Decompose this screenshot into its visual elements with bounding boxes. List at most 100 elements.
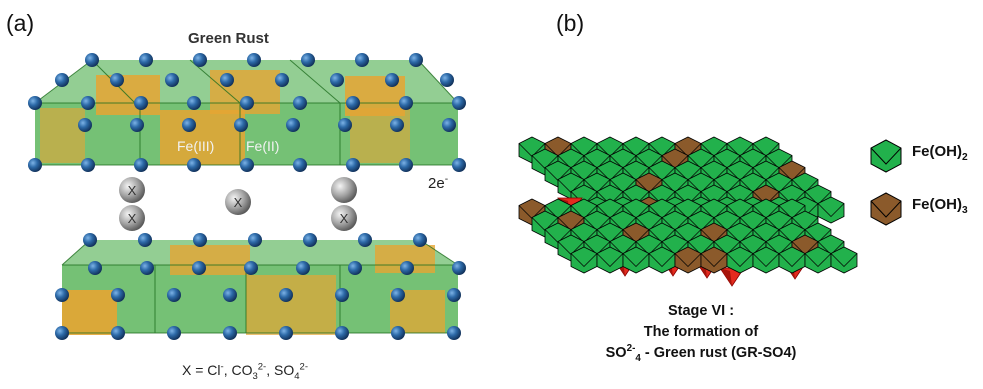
upper-orange-block [160, 110, 245, 165]
lower-layer-top-face [62, 240, 458, 265]
atom-sphere [182, 118, 196, 132]
atom-sphere [78, 118, 92, 132]
fe-ii-label: Fe(II) [246, 138, 280, 154]
atom-sphere [167, 288, 181, 302]
lower-orange-block [246, 275, 336, 335]
anion-x: X [119, 205, 145, 231]
atom-sphere [55, 288, 69, 302]
anion-x: X [225, 189, 251, 215]
atom-sphere [338, 118, 352, 132]
atom-sphere [452, 96, 466, 110]
atom-sphere [400, 261, 414, 275]
atom-sphere [83, 233, 97, 247]
atom-sphere [111, 288, 125, 302]
atom-sphere [248, 233, 262, 247]
lower-orange-block [62, 290, 117, 335]
atom-sphere [399, 158, 413, 172]
atom-sphere [286, 118, 300, 132]
atom-sphere [88, 261, 102, 275]
upper-layer-atoms [28, 53, 466, 172]
atom-sphere [409, 53, 423, 67]
atom-sphere [28, 158, 42, 172]
anion-x: X [331, 205, 357, 231]
atom-sphere [192, 261, 206, 275]
atom-sphere [355, 53, 369, 67]
svg-text:X: X [128, 183, 137, 198]
atom-sphere [134, 96, 148, 110]
atom-sphere [111, 326, 125, 340]
atom-sphere [140, 261, 154, 275]
atom-sphere [303, 233, 317, 247]
legend-fe-oh2-symbol [870, 139, 902, 173]
svg-text:X: X [340, 211, 349, 226]
lower-octahedral-sheet [518, 198, 858, 274]
atom-sphere [240, 96, 254, 110]
legend-fe-oh3-symbol [870, 192, 902, 226]
atom-sphere [234, 118, 248, 132]
atom-sphere [139, 53, 153, 67]
atom-sphere [442, 118, 456, 132]
atom-sphere [138, 233, 152, 247]
atom-sphere [391, 288, 405, 302]
atom-sphere [28, 96, 42, 110]
atom-sphere [296, 261, 310, 275]
lower-layer-atoms [55, 233, 466, 340]
atom-sphere [390, 118, 404, 132]
atom-sphere [279, 288, 293, 302]
atom-sphere [55, 326, 69, 340]
atom-sphere [240, 158, 254, 172]
anion-x-unlabeled [331, 177, 357, 203]
atom-sphere [346, 158, 360, 172]
atom-sphere [391, 326, 405, 340]
atom-sphere [447, 288, 461, 302]
caption-line-1: Stage VI : [667, 303, 735, 319]
atom-sphere [301, 53, 315, 67]
anion-formula: X = Cl-, CO32-, SO42- [182, 361, 309, 382]
atom-sphere [335, 326, 349, 340]
upper-orange-block [96, 75, 160, 115]
atom-sphere [223, 326, 237, 340]
atom-sphere [193, 53, 207, 67]
atom-sphere [440, 73, 454, 87]
lower-hydroxide-layer [61, 239, 459, 335]
legend-fe-oh2-label: Fe(OH)2 [912, 143, 968, 163]
atom-sphere [385, 73, 399, 87]
atom-sphere [165, 73, 179, 87]
atom-sphere [110, 73, 124, 87]
fe-iii-label: Fe(III) [177, 138, 215, 154]
atom-sphere [275, 73, 289, 87]
atom-sphere [187, 158, 201, 172]
atom-sphere [167, 326, 181, 340]
atom-sphere [187, 96, 201, 110]
atom-sphere [399, 96, 413, 110]
atom-sphere [220, 73, 234, 87]
atom-sphere [293, 158, 307, 172]
atom-sphere [348, 261, 362, 275]
electron-transfer-label: 2e- [428, 174, 449, 192]
interlayer-anions: X X X X [119, 177, 357, 231]
caption-line-2: The formation of [643, 324, 759, 340]
atom-sphere [244, 261, 258, 275]
atom-sphere [447, 326, 461, 340]
atom-sphere [193, 233, 207, 247]
caption-line-3: SO2-4 - Green rust (GR-SO4) [605, 343, 797, 364]
atom-sphere [81, 158, 95, 172]
atom-sphere [81, 96, 95, 110]
atom-sphere [85, 53, 99, 67]
svg-text:X: X [234, 195, 243, 210]
atom-sphere [293, 96, 307, 110]
lower-orange-block [170, 245, 250, 275]
anion-x: X [119, 177, 145, 203]
green-rust-title: Green Rust [188, 30, 269, 47]
atom-sphere [223, 288, 237, 302]
atom-sphere [358, 233, 372, 247]
atom-sphere [247, 53, 261, 67]
legend-fe-oh3-label: Fe(OH)3 [912, 196, 968, 216]
panel-a-label: (a) [6, 10, 35, 36]
stage-caption: Stage VI : The formation of SO2-4 - Gree… [590, 301, 812, 364]
atom-sphere [134, 158, 148, 172]
atom-sphere [413, 233, 427, 247]
panel-b-label: (b) [556, 10, 585, 36]
atom-sphere [330, 73, 344, 87]
